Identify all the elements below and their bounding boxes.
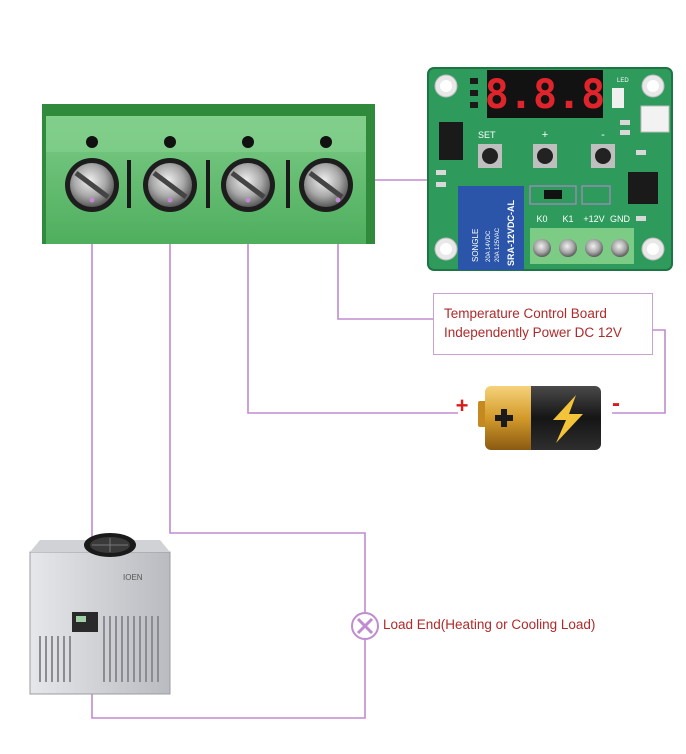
wires xyxy=(91,179,666,719)
terminal-holes xyxy=(86,136,332,148)
smd-components xyxy=(436,120,646,221)
board-buttons xyxy=(478,144,615,168)
load-device: IOEN xyxy=(29,533,171,695)
load-end-label: Load End(Heating or Cooling Load) xyxy=(383,617,596,632)
wire-battery-plus xyxy=(247,200,458,414)
power-label-line-2: Independently Power DC 12V xyxy=(444,325,622,340)
led-display xyxy=(487,70,603,118)
voltage-regulator xyxy=(628,172,658,204)
screw-icon xyxy=(299,158,353,212)
battery-plus-sign: + xyxy=(456,393,469,418)
battery-mark-icon xyxy=(495,409,513,427)
mounting-holes xyxy=(434,74,665,261)
plus-label: + xyxy=(542,129,548,141)
probe-connector xyxy=(640,105,670,133)
power-label-line-1: Temperature Control Board xyxy=(444,306,607,321)
pin-label-12v: +12V xyxy=(583,214,604,224)
device-brand: IOEN xyxy=(123,573,143,582)
ic-chip xyxy=(439,122,463,160)
wire-battery-minus xyxy=(612,329,666,414)
wire-ends xyxy=(89,197,341,203)
wire-load-feed xyxy=(169,200,366,612)
lightning-icon xyxy=(553,395,583,443)
relay: SONGLE 20A 14VDC 20A 125VAC SRA-12VDC-AL xyxy=(458,186,524,270)
terminal-block xyxy=(42,104,375,244)
device-vents xyxy=(39,616,159,682)
control-board: 8.8.8 LED SET + - SONGLE 2 xyxy=(427,67,673,271)
set-label: SET xyxy=(478,130,496,140)
pin-label-gnd: GND xyxy=(610,214,631,224)
fan-icon xyxy=(84,533,136,557)
pin-label-k1: K1 xyxy=(562,214,573,224)
power-label-box: Temperature Control Board Independently … xyxy=(433,293,653,355)
screw-icon xyxy=(221,158,275,212)
relay-spec-1: 20A 14VDC xyxy=(486,230,492,262)
relay-spec-2: 20A 125VAC xyxy=(495,227,501,262)
wire-load-return xyxy=(91,200,366,719)
relay-model: SRA-12VDC-AL xyxy=(506,199,516,266)
pin-labels: K0 K1 +12V GND xyxy=(536,214,630,224)
indicator-leds xyxy=(470,78,478,108)
battery-minus-sign: - xyxy=(612,390,620,417)
relay-brand: SONGLE xyxy=(471,229,480,262)
terminal-screws xyxy=(65,158,353,212)
load-end-marker xyxy=(351,612,379,640)
minus-label: - xyxy=(601,129,605,141)
battery: + - xyxy=(456,386,620,450)
led-label: LED xyxy=(617,78,629,84)
pin-label-k0: K0 xyxy=(536,214,547,224)
screw-icon xyxy=(143,158,197,212)
display-digits: 8.8.8 xyxy=(485,72,605,118)
terminal-dividers xyxy=(127,160,290,208)
screw-icon xyxy=(65,158,119,212)
